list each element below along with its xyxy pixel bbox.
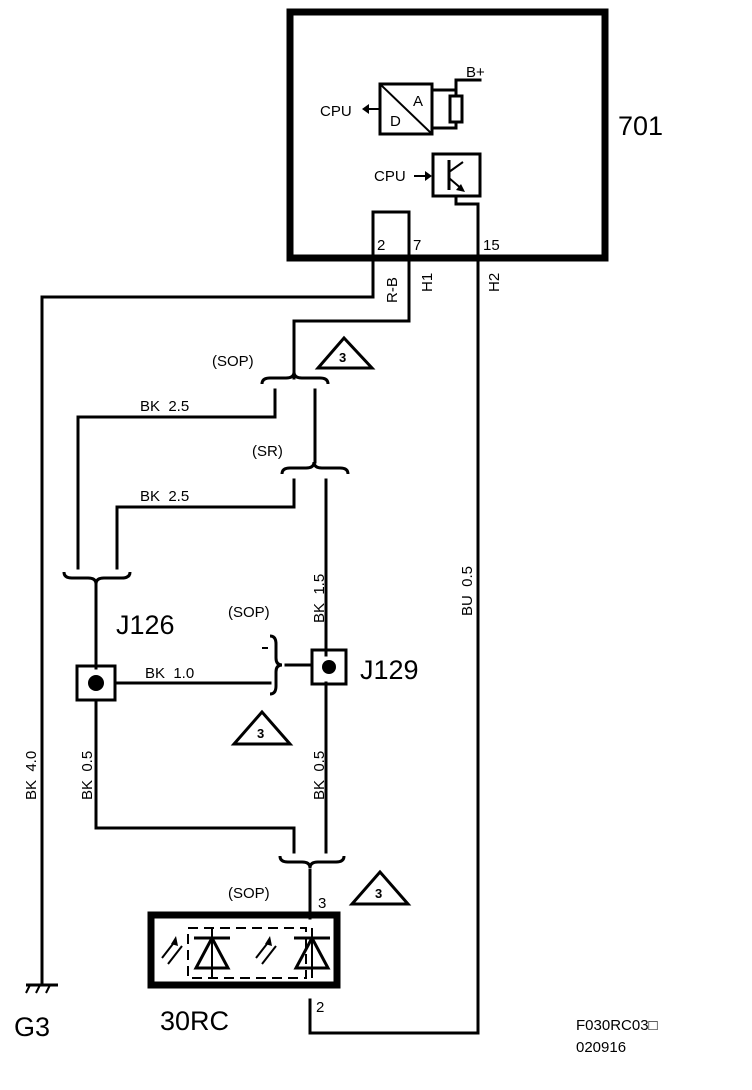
- note-triangle-2: 3: [230, 709, 294, 746]
- splice-sr: [280, 461, 350, 475]
- wire-label-bu-0-5: BU 0.5: [459, 566, 476, 616]
- splice-sop-top: [260, 371, 330, 385]
- connector-j126-box: [75, 664, 117, 702]
- wire-label-bk-1-0: BK 1.0: [145, 665, 194, 682]
- wire-label-bk-0-5-left: BK 0.5: [79, 751, 96, 800]
- sr-label: (SR): [252, 443, 283, 460]
- wire-r-b-ground: [40, 256, 375, 987]
- ad-converter-d-label: D: [390, 113, 401, 130]
- transistor-cpu-label: CPU: [374, 168, 406, 185]
- note-number: 3: [339, 350, 346, 365]
- connector-j129-dot-icon: [322, 660, 336, 674]
- led-2-arrow-icon: [265, 936, 272, 946]
- wires: [40, 256, 480, 1035]
- note-number: 3: [375, 886, 382, 901]
- pin-2-bottom-label: 2: [316, 999, 324, 1016]
- transistor-emitter-arrow-icon: [456, 184, 465, 192]
- pin-3-label: 3: [318, 895, 326, 912]
- wire-h1: [292, 256, 411, 380]
- ground-g3: G3: [14, 983, 58, 1042]
- note-triangle-icon: [348, 869, 412, 906]
- wire-j126-out: [94, 700, 296, 854]
- b-plus-label: B+: [466, 64, 485, 81]
- pin-15-label: 15: [483, 237, 500, 254]
- sop-label-middle: (SOP): [228, 604, 270, 621]
- wire-label-bk-4-0: BK 4.0: [23, 751, 40, 800]
- connector-j129-box: [310, 648, 348, 686]
- note-triangle-icon: [230, 709, 294, 746]
- drawing-date: 020916: [576, 1039, 626, 1056]
- sop-label-bottom: (SOP): [228, 885, 270, 902]
- note-triangle-3: 3: [348, 869, 412, 906]
- wire-label-bk-0-5-right: BK 0.5: [311, 751, 328, 800]
- ad-converter-diagonal: [379, 83, 433, 135]
- led-1-arrow-icon: [171, 936, 178, 946]
- wire-h2-bu: [308, 256, 480, 1035]
- wire-bk-2-5-top: [76, 388, 277, 570]
- connector-j126-label: J126: [116, 610, 175, 640]
- pullup-resistor: B+: [430, 64, 485, 130]
- component-30rc-box: [147, 911, 341, 989]
- drawing-id: F030RC03□: [576, 1017, 658, 1034]
- module-701-label: 701: [618, 111, 663, 141]
- splice-sop-bottom: [278, 855, 346, 869]
- component-30rc-dashed-enclosure: [187, 927, 307, 979]
- adc-cpu-arrow-icon: [362, 104, 369, 114]
- component-30rc-label: 30RC: [160, 1006, 229, 1036]
- wire-label-bk-1-5: BK 1.5: [311, 574, 328, 623]
- connector-j129: J129: [310, 648, 419, 686]
- transistor-cpu-arrow-icon: [425, 171, 432, 181]
- splice-j126-in: [62, 571, 132, 585]
- wire-bk-2-5-second: [115, 478, 296, 570]
- transistor: CPU: [374, 152, 482, 260]
- splice-sop-middle: [269, 634, 283, 696]
- ground-g3-label: G3: [14, 1012, 50, 1042]
- pin-2-label: 2: [377, 237, 385, 254]
- module-701-box: [286, 8, 609, 262]
- ad-converter-box: [378, 82, 434, 136]
- note-number: 3: [257, 726, 264, 741]
- module-701: 701 A D CPU B+ CPU: [286, 8, 663, 262]
- pin-7-label: 7: [413, 237, 421, 254]
- wire-label-h1: H1: [419, 273, 436, 292]
- adc-cpu-label: CPU: [320, 103, 352, 120]
- wire-label-h2: H2: [486, 273, 503, 292]
- note-triangle-1: 3: [314, 335, 376, 370]
- connector-j129-label: J129: [360, 655, 419, 685]
- ad-converter: A D CPU: [320, 82, 434, 136]
- connector-j126-dot-icon: [88, 675, 104, 691]
- note-triangle-icon: [314, 335, 376, 370]
- sop-label-top: (SOP): [212, 353, 254, 370]
- wire-label-r-b: R-B: [384, 277, 401, 303]
- ad-converter-a-label: A: [413, 93, 423, 110]
- splices: [62, 371, 350, 869]
- wire-label-bk-2-5-second: BK 2.5: [140, 488, 189, 505]
- resistor-icon: [448, 94, 464, 124]
- component-30rc: 3 2 30RC: [147, 895, 341, 1036]
- wire-label-bk-2-5-top: BK 2.5: [140, 398, 189, 415]
- connector-j126: J126: [75, 610, 175, 702]
